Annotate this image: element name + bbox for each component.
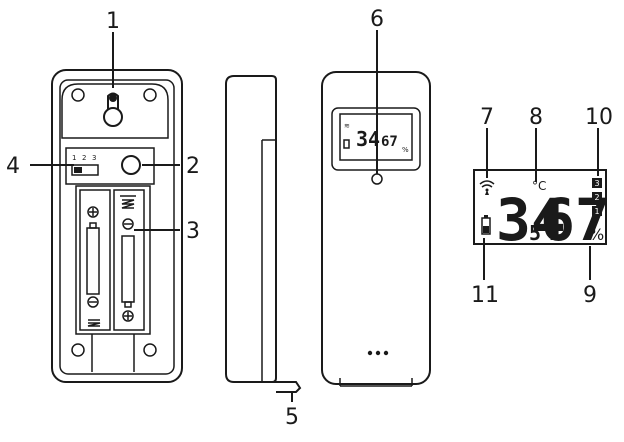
- channel-indicators: 3 2 1: [592, 178, 602, 216]
- hanger-panel: [61, 83, 169, 139]
- channel-1: 1: [595, 207, 600, 216]
- side-housing: [225, 75, 277, 383]
- battery-slot-left: [79, 189, 111, 331]
- battery-left: [86, 206, 100, 308]
- channel-switch[interactable]: 1 2 3: [71, 154, 99, 176]
- stand-foot[interactable]: [262, 381, 302, 393]
- vent-dots: [367, 350, 389, 356]
- tx-led: [371, 173, 383, 185]
- callout-5: 5: [285, 405, 299, 430]
- callout-9: 9: [583, 283, 597, 308]
- callout-7: 7: [480, 105, 494, 130]
- lcd-humidity-unit: %: [589, 225, 604, 244]
- battery-slot-right: [113, 189, 145, 331]
- spring-contact: [87, 319, 101, 327]
- callout-4: 4: [6, 154, 20, 179]
- callout-10: 10: [585, 105, 613, 130]
- svg-text:≋: ≋: [344, 122, 350, 130]
- switch-pos-2: 2: [82, 154, 86, 162]
- callout-1: 1: [106, 9, 120, 34]
- callout-6: 6: [370, 7, 384, 32]
- callout-3: 3: [186, 219, 200, 244]
- lcd-detail: 34 5 °C 67 % 3 2 1: [473, 169, 610, 254]
- screw-top-right: [143, 88, 157, 102]
- keyhole-icon: [103, 92, 123, 127]
- screw-bottom-right: [143, 343, 157, 357]
- lcd-temp-digits: 34: [496, 186, 566, 254]
- callout-2: 2: [186, 154, 200, 179]
- side-view: [225, 75, 302, 393]
- back-view: 1 2 3: [51, 69, 183, 383]
- switch-pos-1: 1: [72, 154, 76, 162]
- screw-top-left: [71, 88, 85, 102]
- mini-lcd-unit: %: [402, 146, 409, 154]
- switch-pos-3: 3: [92, 154, 96, 162]
- lcd-temp-unit: °C: [532, 179, 546, 193]
- signal-icon: [479, 180, 495, 195]
- tx-button[interactable]: [121, 155, 141, 175]
- battery-low-icon: [481, 215, 491, 235]
- callout-11: 11: [471, 283, 499, 308]
- battery-compartment: [75, 185, 151, 335]
- leader-lines: [30, 30, 599, 402]
- callout-labels: 1 2 3 4 5 6 7 8 10 11 9: [6, 7, 613, 430]
- back-housing: [51, 69, 183, 383]
- lcd-temp-decimal: 5: [529, 221, 541, 245]
- screw-bottom-left: [71, 343, 85, 357]
- battery-right: [120, 195, 136, 322]
- mini-lcd-hum: 67: [381, 134, 398, 150]
- channel-3: 3: [595, 179, 600, 188]
- back-inner-panel: [59, 79, 175, 375]
- callout-8: 8: [529, 105, 543, 130]
- lcd-frame: [473, 169, 607, 245]
- channel-2: 2: [595, 193, 600, 202]
